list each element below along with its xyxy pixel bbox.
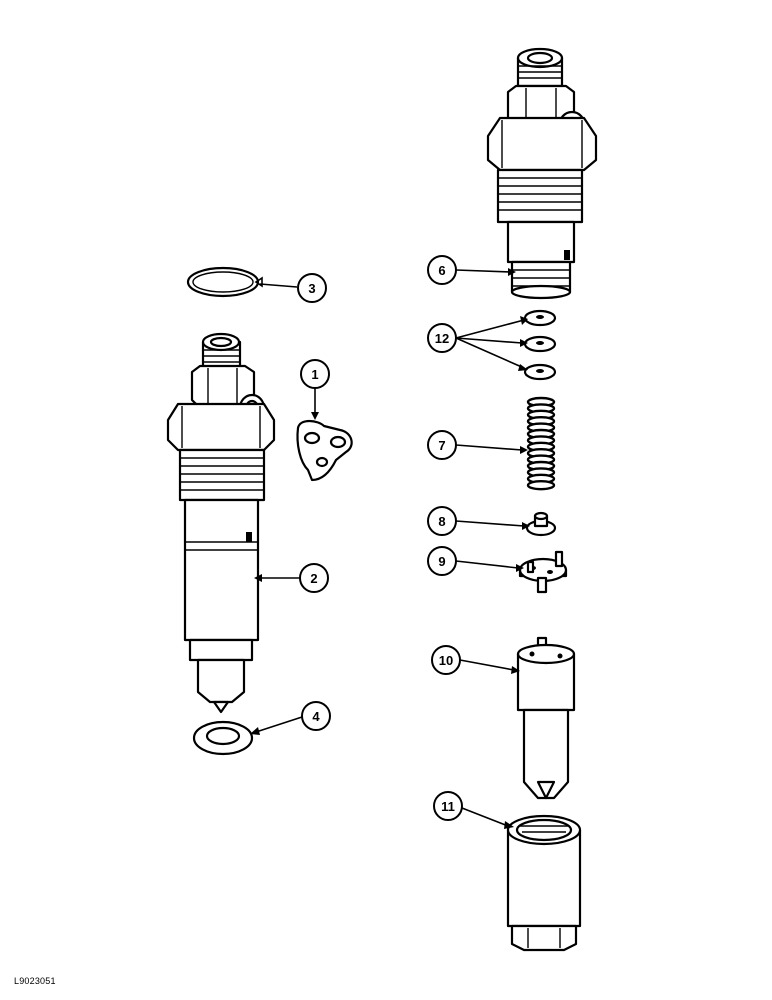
callout-6-label: 6 [438,263,445,278]
callout-11-label: 11 [441,799,455,814]
callout-2-label: 2 [310,571,317,586]
callout-8-label: 8 [438,514,445,529]
spring-coil [526,480,556,491]
callout-10-label: 10 [439,653,453,668]
washer-part [192,720,254,756]
callout-3-label: 3 [308,281,315,296]
injector-assembly-part [166,332,276,714]
callout-1: 1 [300,359,330,389]
callout-4-label: 4 [312,709,320,724]
callout-8: 8 [427,506,457,536]
intermediate-plate-part [518,550,568,594]
callout-10: 10 [431,645,461,675]
callout-3: 3 [297,273,327,303]
spring-part [526,396,556,491]
spring-seat-part [525,511,557,537]
o-ring-part [186,266,260,298]
callout-7: 7 [427,430,457,460]
callout-12-label: 12 [435,331,449,346]
leader-lines [250,268,530,829]
callout-4: 4 [301,701,331,731]
nozzle-holder-part [486,47,598,300]
callout-9-label: 9 [438,554,445,569]
callout-12: 12 [427,323,457,353]
figure-reference-code: L9023051 [14,976,56,986]
callout-6: 6 [427,255,457,285]
nozzle-nut-part [506,814,582,952]
callout-11: 11 [433,791,463,821]
nozzle-part [516,636,576,800]
callout-1-label: 1 [311,367,318,382]
callout-7-label: 7 [438,438,445,453]
clamp-bracket-part [296,419,353,482]
callout-9: 9 [427,546,457,576]
shim-washers-part [523,309,557,381]
callout-2: 2 [299,563,329,593]
